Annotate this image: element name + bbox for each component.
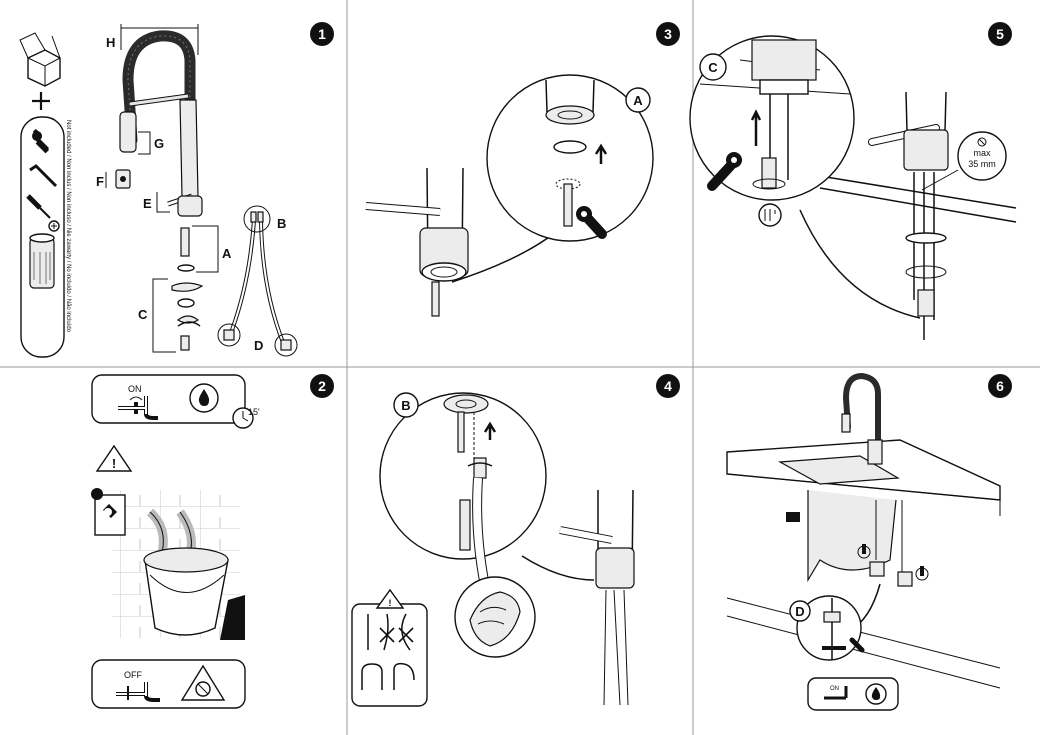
hose-bend-warning-box: ! (351, 588, 428, 707)
faucet-drawing (119, 30, 203, 217)
panel-step-2: 2 ON 15' ! (91, 374, 334, 709)
callout-A-label: A (633, 93, 643, 108)
detail-callout-C: C (689, 35, 921, 319)
step-5-number: 5 (996, 26, 1004, 42)
plus-icon (32, 92, 50, 110)
hose-warning-glyph: ! (389, 598, 392, 608)
panel-step-3: 3 A (365, 22, 680, 317)
wrench-badge-icon (91, 488, 126, 536)
no-water-warning-icon (180, 664, 226, 701)
faucet-base-underside (365, 167, 469, 317)
panel-step-6: 6 (726, 372, 1012, 711)
flush-bucket-scene (91, 488, 245, 640)
hex-key-icon (29, 164, 58, 188)
not-included-note: Not included / Non inclus / Non incluso … (65, 120, 71, 333)
detail-callout-D: D (789, 583, 881, 661)
detail-callout-B: B (379, 392, 547, 658)
hand-detail (454, 576, 536, 658)
timer-icon: 15' (232, 407, 260, 429)
cold-indicator-icon (915, 566, 929, 581)
max-line1: max (973, 148, 991, 158)
valve-on-mini-box: ON (807, 677, 899, 711)
box-icon (19, 32, 61, 87)
label-C: C (138, 307, 148, 322)
panel-step-1: 1 (19, 22, 334, 358)
step-2-number: 2 (318, 378, 326, 394)
detail-callout-A: A (451, 74, 654, 283)
callout-B-label: B (401, 398, 410, 413)
max-thickness-badge: max 35 mm (957, 131, 1007, 181)
wrench-icon (32, 129, 50, 154)
valve-off-box: OFF (91, 659, 246, 709)
countertop-mount (819, 91, 1017, 340)
label-H: H (106, 35, 115, 50)
dimension-H: H (106, 24, 199, 55)
valve-on-box: ON 15' (91, 374, 260, 429)
valve-on-label: ON (128, 384, 142, 394)
part-C: C (138, 278, 204, 353)
valve-open-icon (118, 396, 158, 420)
part-F: F (96, 169, 131, 189)
hot-indicator-icon (857, 544, 871, 559)
label-E: E (143, 196, 152, 211)
step-2-badge: 2 (310, 374, 334, 398)
part-B-hoses: B (230, 205, 286, 346)
step-4-number: 4 (664, 378, 672, 394)
panel-step-5: 5 max 35 mm (689, 22, 1017, 340)
part-D-fittings: D (217, 323, 298, 357)
wrench-icon (576, 206, 607, 239)
tools-not-included-capsule: Not included / Non inclus / Non incluso … (20, 116, 71, 358)
step-3-badge: 3 (656, 22, 680, 46)
label-A: A (222, 246, 232, 261)
part-G: G (138, 131, 164, 155)
step-3-number: 3 (664, 26, 672, 42)
part-E: E (143, 192, 170, 213)
max-line2: 35 mm (968, 159, 996, 169)
label-F: F (96, 174, 104, 189)
callout-D-label: D (795, 604, 804, 619)
step-6-number: 6 (996, 378, 1004, 394)
callout-C-label: C (708, 60, 718, 75)
label-G: G (154, 136, 164, 151)
part-A: A (177, 225, 232, 273)
valve-closed-icon (116, 682, 160, 702)
nut-tighten-icon (758, 203, 782, 227)
panel-step-4: 4 B (351, 374, 680, 707)
step-5-badge: 5 (988, 22, 1012, 46)
step-6-badge: 6 (988, 374, 1012, 398)
mini-on-label: ON (830, 686, 839, 692)
step-1-badge: 1 (310, 22, 334, 46)
faucet-base-with-hoses (521, 489, 635, 706)
step-1-number: 1 (318, 26, 326, 42)
screwdriver-icon (26, 194, 60, 232)
pipe-sleeve-icon (29, 233, 55, 289)
label-B: B (277, 216, 286, 231)
installed-faucet-scene (726, 372, 1001, 689)
warning-icon-glyph: ! (112, 456, 116, 471)
warning-icon: ! (95, 444, 133, 472)
step-4-badge: 4 (656, 374, 680, 398)
flush-duration: 15' (248, 407, 260, 417)
water-drop-icon (189, 383, 219, 413)
wrench-icon (707, 152, 742, 191)
label-D: D (254, 338, 263, 353)
valve-off-label: OFF (124, 670, 142, 680)
